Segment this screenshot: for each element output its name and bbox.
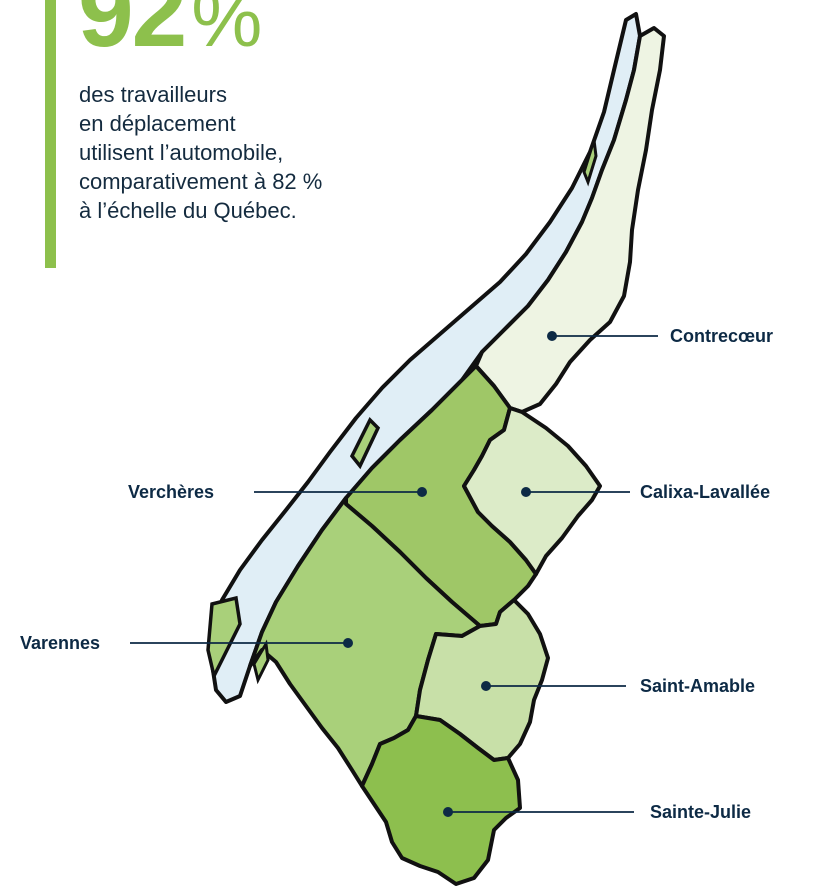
label-saint-amable: Saint-Amable [640, 676, 755, 696]
stat-number: 92 [78, 0, 187, 68]
island [349, 417, 381, 470]
label-varennes: Varennes [20, 633, 100, 653]
municipality-calixa-lavallee[interactable] [462, 406, 602, 576]
label-vercheres: Verchères [128, 482, 214, 502]
municipality-sainte-julie[interactable] [360, 714, 522, 886]
stat-description: des travailleurs en déplacement utilisen… [79, 80, 439, 225]
leader-sainte-julie [443, 807, 634, 817]
label-sainte-julie: Sainte-Julie [650, 802, 751, 822]
stat-unit: % [191, 0, 263, 63]
stat-line: comparativement à 82 % [79, 169, 323, 194]
label-contrecoeur: Contrecœur [670, 326, 773, 346]
leader-vercheres [254, 487, 427, 497]
leader-saint-amable [481, 681, 626, 691]
stat-line: à l’échelle du Québec. [79, 198, 297, 223]
island [582, 139, 598, 187]
big-stat: 92% [78, 0, 262, 62]
stat-line: utilisent l’automobile, [79, 140, 284, 165]
leader-contrecoeur [547, 331, 658, 341]
island [252, 639, 270, 685]
stat-line: en déplacement [79, 111, 236, 136]
stat-line: des travailleurs [79, 82, 227, 107]
leader-varennes [130, 638, 353, 648]
label-calixa-lavallee: Calixa-Lavallée [640, 482, 770, 502]
island [206, 595, 242, 682]
leader-calixa-lavallee [521, 487, 630, 497]
accent-bar [45, 0, 56, 268]
